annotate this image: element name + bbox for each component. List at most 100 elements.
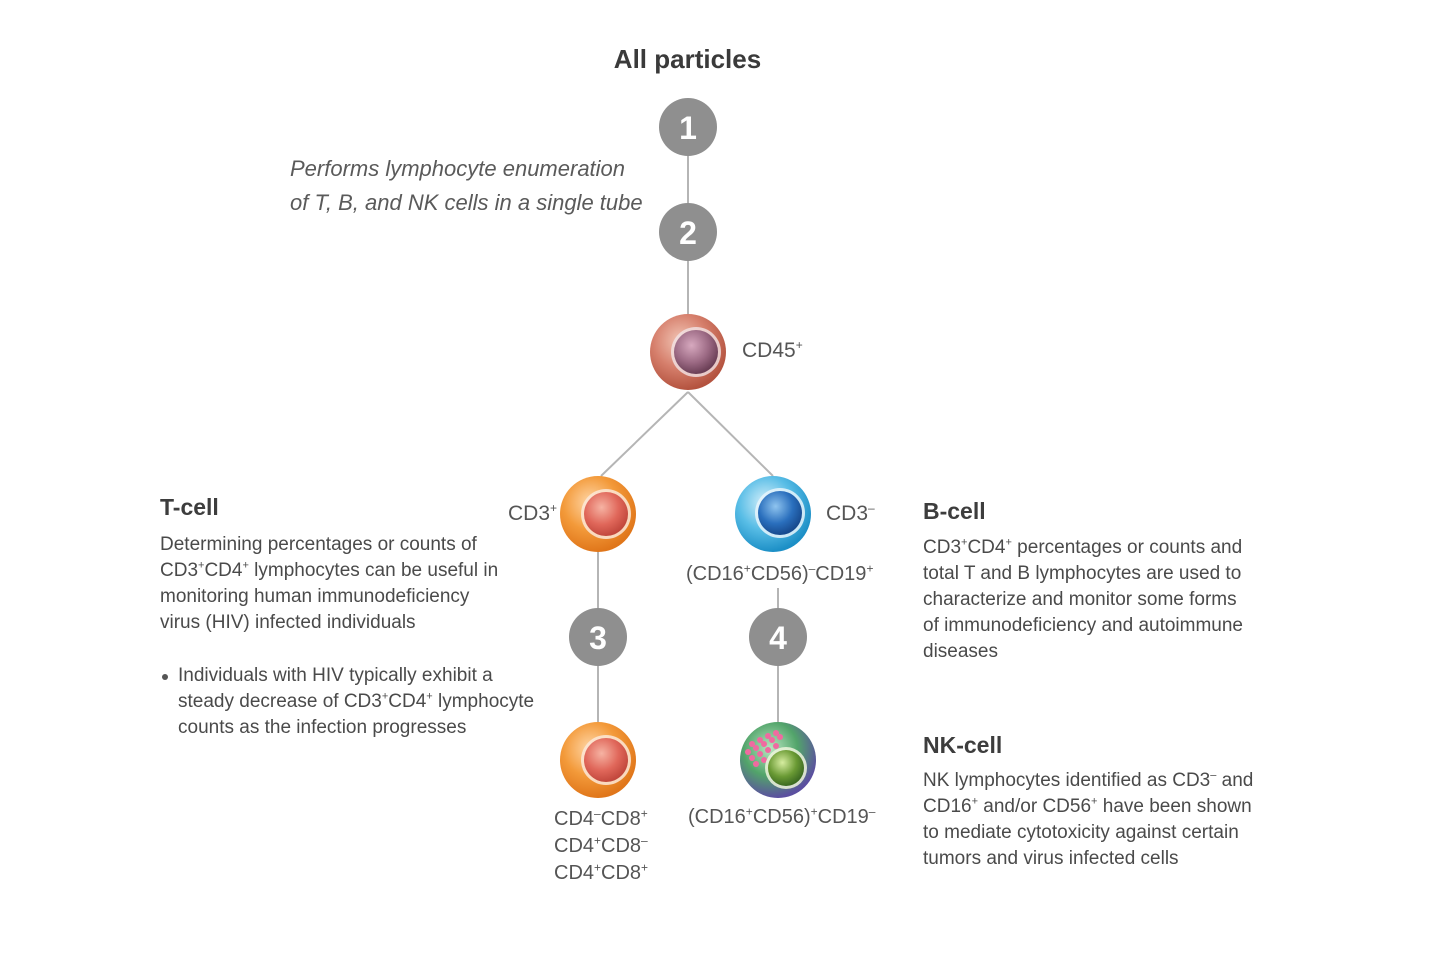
text-part: and [1216,770,1254,791]
tcell-heading: T-cell [160,494,219,520]
bullet-line-2: steady decrease of CD3+CD4+ lymphocyte [178,689,540,715]
step-3-label: 3 [589,620,607,656]
cd3-positive-label: CD3+ [508,502,557,526]
cd45-sup: + [795,338,803,352]
subset-sup: – [641,833,648,848]
nk-phenotype-label: (CD16+CD56)+CD19– [688,804,876,829]
connector-cd45-bcell [687,391,774,477]
text-part: lymphocytes can be useful in [248,560,499,581]
tcell-subset-labels: CD4–CD8+ CD4+CD8– CD4+CD8+ [554,806,648,887]
text-sup: + [426,690,433,703]
nkcell-icon [740,722,816,798]
text-sup: + [1091,795,1098,808]
pheno-part: CD19 [815,563,867,585]
text-part: and/or CD56 [978,796,1092,817]
step-2: 2 [659,203,717,261]
pheno-sup: + [866,561,874,576]
text-part: CD3 [160,560,199,581]
subset-part: CD4 [554,862,595,884]
granules-icon [745,730,783,767]
bcell-icon [735,476,811,552]
bcell-line-1: CD3+CD4+ percentages or counts and [923,535,1283,561]
step-1-circle [659,98,717,156]
bcell-line-3: characterize and monitor some forms [923,589,1237,610]
connectors [597,155,779,722]
bcell-phenotype-label: (CD16+CD56)–CD19+ [686,561,874,586]
subset-cd4pos-cd8pos: CD4+CD8+ [554,860,648,887]
subset-part: CD8 [601,862,642,884]
step-4-circle [749,608,807,666]
tcell-bullet: Individuals with HIV typically exhibit a… [160,663,540,741]
text-part: NK lymphocytes identified as CD3 [923,770,1211,791]
bullet-line-1: Individuals with HIV typically exhibit a [178,665,493,686]
tcell-line-2: CD3+CD4+ lymphocytes can be useful in [160,558,520,584]
tcell-line-4: virus (HIV) infected individuals [160,612,416,633]
nkcell-heading: NK-cell [923,732,1003,758]
step-3: 3 [569,608,627,666]
subset-sup: + [640,806,648,821]
bcell-line-2: total T and B lymphocytes are used to [923,563,1242,584]
text-sup: + [242,559,249,572]
bcell-line-5: diseases [923,641,998,662]
text-sup: + [198,559,205,572]
step-4: 4 [749,608,807,666]
subset-part: CD8 [601,835,642,857]
method-note-line-1: Performs lymphocyte enumeration [290,156,626,181]
cd45-cell-icon [650,314,726,390]
text-part: steady decrease of CD3 [178,691,382,712]
subset-sup: + [641,860,649,875]
method-note: Performs lymphocyte enumeration of T, B,… [290,152,643,220]
nk-line-4: tumors and virus infected cells [923,848,1179,869]
step-3-circle [569,608,627,666]
text-part: CD4 [388,691,427,712]
nk-line-1: NK lymphocytes identified as CD3– and [923,768,1283,794]
pheno-sup: + [810,804,818,819]
bullet-line-3: counts as the infection progresses [178,717,467,738]
cd3-negative-label: CD3– [826,502,875,526]
pheno-sup: – [808,561,816,576]
tcell-line-1: Determining percentages or counts of [160,534,477,555]
step-1-label: 1 [679,110,697,146]
subset-sup: – [594,806,601,821]
text-sup: + [961,536,968,549]
cd45-base: CD45 [742,339,796,362]
diagram-title: All particles [613,44,762,74]
bcell-description: CD3+CD4+ percentages or counts and total… [923,535,1283,665]
text-part: CD16 [923,796,972,817]
text-sup: – [1210,769,1217,782]
cd3-pos-base: CD3 [508,502,551,525]
subset-sup: + [594,833,602,848]
pheno-sup: – [868,804,876,819]
step-2-circle [659,203,717,261]
subset-cd4neg-cd8pos: CD4–CD8+ [554,806,648,833]
bullet-dot-icon [162,674,168,680]
tcell-icon [560,476,636,552]
pheno-part: CD19 [817,806,869,828]
nk-line-2: CD16+ and/or CD56+ have been shown [923,794,1283,820]
text-sup: + [381,690,389,703]
subset-sup: + [594,860,602,875]
cd3-neg-base: CD3 [826,502,869,525]
text-part: CD3 [923,537,962,558]
subset-cd4pos-cd8neg: CD4+CD8– [554,833,648,860]
pheno-part: CD56) [750,563,809,585]
pheno-sup: + [743,561,751,576]
pheno-part: CD56) [752,806,811,828]
subset-part: CD4 [554,835,595,857]
bcell-line-4: of immunodeficiency and autoimmune [923,615,1244,636]
step-1: 1 [659,98,717,156]
text-part: lymphocyte [432,691,535,712]
step-2-label: 2 [679,215,697,251]
tcell-subset-icon [560,722,636,798]
text-sup: + [1005,536,1012,549]
cd3-pos-sup: + [550,501,558,515]
text-sup: + [971,795,979,808]
connector-cd45-tcell [600,391,689,477]
subset-part: CD4 [554,808,595,830]
text-part: percentages or counts and [1011,537,1243,558]
pheno-part: (CD16 [688,806,746,828]
nkcell-description: NK lymphocytes identified as CD3– and CD… [923,768,1283,872]
cd45-label: CD45+ [742,339,803,363]
tcell-line-3: monitoring human immunodeficiency [160,586,470,607]
